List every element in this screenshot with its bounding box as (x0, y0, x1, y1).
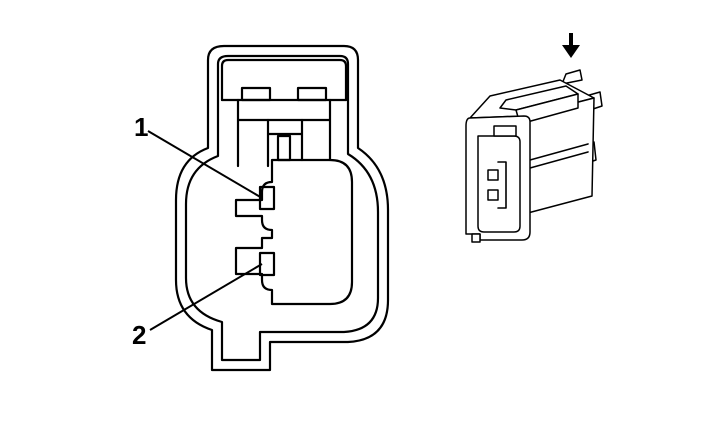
side-groove-2 (529, 151, 589, 169)
latch-tab-left (240, 86, 272, 102)
terminal-pin-2 (258, 251, 276, 277)
side-groove-1 (529, 143, 589, 161)
housing-outer-outline (174, 44, 390, 372)
callout-2-label: 2 (132, 320, 146, 350)
latch-lock (266, 118, 304, 168)
iso-cavity-notch (497, 161, 507, 209)
down-arrow-icon (562, 33, 580, 58)
latch-tab-right (296, 86, 328, 102)
connector-face-view: 1 2 (132, 44, 390, 372)
housing-inner-outline (184, 54, 380, 362)
iso-cavity-1 (487, 169, 499, 181)
latch-body (236, 98, 332, 168)
rear-top-tab (561, 69, 583, 85)
callout-2-leader (149, 263, 263, 331)
front-opening (477, 135, 521, 233)
latch-lock-slot (276, 134, 292, 162)
latch-frame (220, 58, 348, 102)
front-latch-window (493, 125, 517, 137)
callout-1-label: 1 (134, 112, 148, 142)
bottom-key (471, 233, 481, 243)
iso-cavity-2 (487, 189, 499, 201)
connector-isometric-view (465, 33, 603, 243)
terminal-pin-1 (258, 185, 276, 211)
latch-ridge (499, 85, 579, 111)
callout-1-leader (147, 130, 263, 199)
terminal-cavity-block (234, 158, 354, 306)
